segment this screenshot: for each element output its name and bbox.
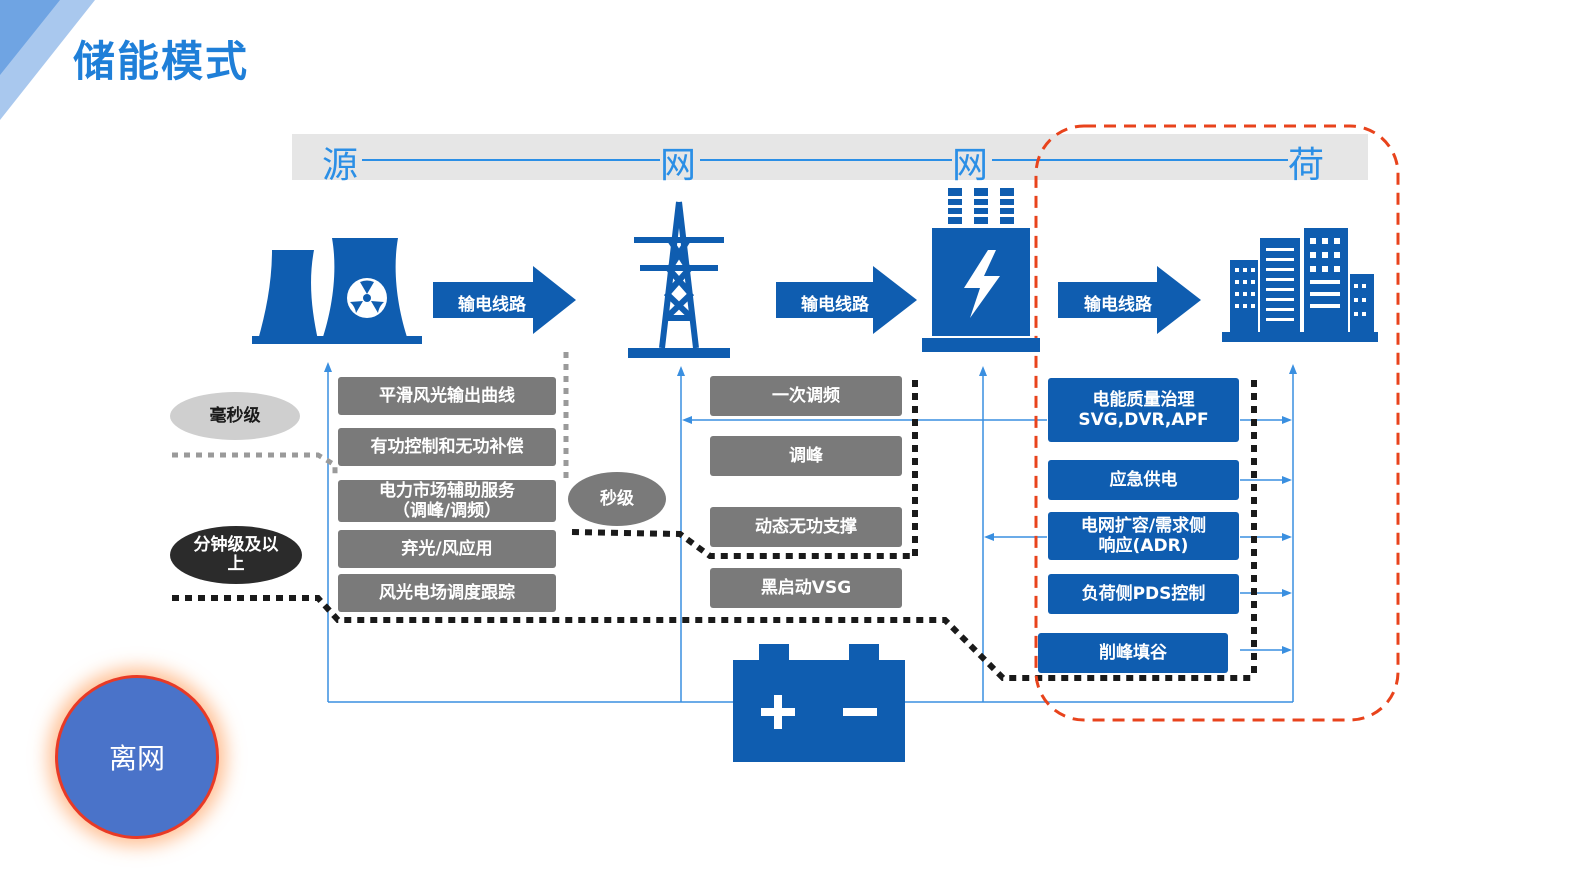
transmission-label-2: 输电线路	[801, 295, 869, 315]
off-grid-mode-badge[interactable]: 离网	[58, 678, 216, 836]
transmission-arrow-1	[433, 266, 576, 334]
transmission-label-3: 输电线路	[1084, 295, 1152, 315]
timescale-second: 秒级	[568, 472, 666, 526]
load-service-item: 应急供电	[1048, 460, 1239, 500]
city-buildings-icon	[1222, 228, 1378, 342]
source-service-item: 弃光/风应用	[338, 530, 556, 568]
source-service-item: 风光电场调度跟踪	[338, 574, 556, 612]
transformer-icon	[922, 188, 1040, 352]
load-highlight-frame	[1034, 124, 1400, 722]
timescale-minute: 分钟级及以上	[170, 526, 302, 584]
nuclear-plant-icon	[252, 238, 422, 344]
grid-service-item: 调峰	[710, 436, 902, 476]
page-title: 储能模式	[73, 37, 250, 86]
transmission-label-1: 输电线路	[458, 295, 526, 315]
grid-service-item: 黑启动VSG	[710, 568, 902, 608]
chain-band	[292, 134, 1368, 180]
source-service-item: 电力市场辅助服务（调峰/调频）	[338, 480, 556, 522]
transmission-tower-icon	[628, 201, 730, 358]
transmission-arrow-2	[776, 266, 917, 334]
chain-grid-label-1: 网	[660, 145, 697, 186]
transmission-arrow-3	[1058, 266, 1201, 334]
chain-source-label: 源	[322, 145, 359, 186]
corner-decoration	[0, 0, 95, 120]
load-service-item: 削峰填谷	[1038, 633, 1228, 673]
grid-service-item: 动态无功支撑	[710, 507, 902, 547]
chain-load-label: 荷	[1288, 145, 1325, 186]
chain-grid-label-2: 网	[952, 145, 989, 186]
timescale-millisecond: 毫秒级	[170, 392, 300, 440]
load-service-item: 电网扩容/需求侧响应(ADR)	[1048, 512, 1239, 560]
source-service-item: 有功控制和无功补偿	[338, 428, 556, 466]
source-service-item: 平滑风光输出曲线	[338, 377, 556, 415]
grid-service-item: 一次调频	[710, 376, 902, 416]
load-service-item: 电能质量治理SVG,DVR,APF	[1048, 378, 1239, 442]
load-service-item: 负荷侧PDS控制	[1048, 574, 1239, 614]
battery-icon	[733, 644, 905, 762]
